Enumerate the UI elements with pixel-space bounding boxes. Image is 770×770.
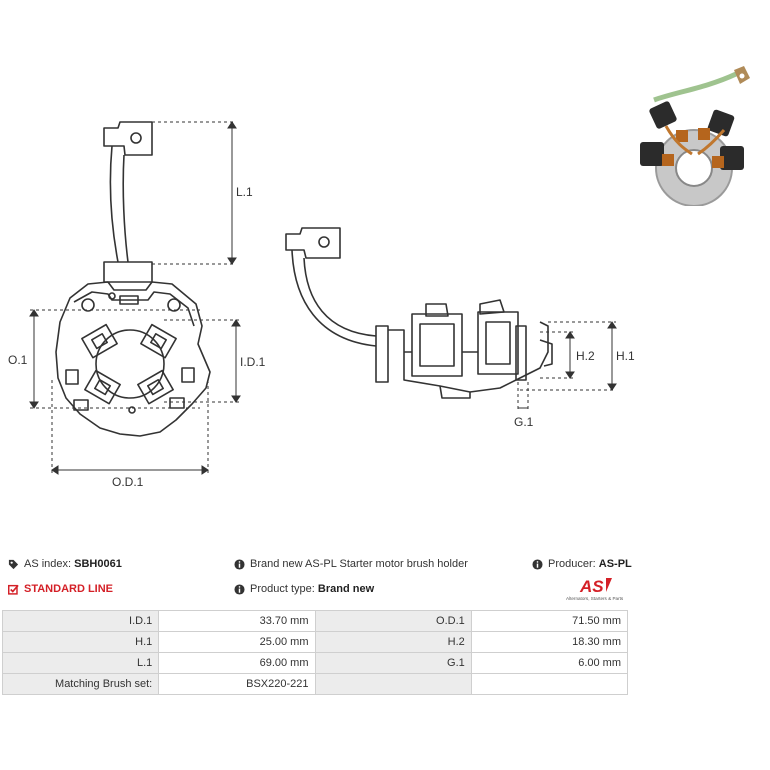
info-icon [234,583,245,595]
spec-value: BSX220-221 [158,673,316,695]
label-h2: H.2 [576,349,595,363]
spec-label: G.1 [314,652,472,674]
product-photo [640,66,750,206]
as-pl-logo: AS Alternators, Starters & Parts [560,576,628,602]
product-type-label: Product type: [250,583,315,595]
plate-inner-rim [73,291,195,327]
side-connector [375,325,389,383]
spec-value: 71.50 mm [470,610,629,632]
standard-line-row: STANDARD LINE [8,583,113,595]
technical-drawing: L.1 O.1 I.D.1 O.D.1 H.1 H.2 G.1 [8,121,635,489]
terminal-lug [103,121,153,156]
plate-outline [55,281,211,437]
label-o1: O.1 [8,353,28,367]
tag-icon [8,559,19,569]
hole-top [108,292,116,300]
table-row: H.1 25.00 mm H.2 18.30 mm [1,631,629,653]
side-wire [291,249,377,347]
producer-value: AS-PL [598,558,632,570]
spec-value: 69.00 mm [158,652,316,674]
product-type-row: Product type: Brand new [234,583,374,595]
checkbox-icon [8,584,19,595]
description-text: Brand new AS-PL Starter motor brush hold… [250,558,468,570]
table-row: I.D.1 33.70 mm O.D.1 71.50 mm [1,610,629,632]
logo-text: AS [579,577,604,596]
terminal-hole [130,132,142,144]
as-index-label: AS index: [24,558,72,570]
spec-value: 25.00 mm [158,631,316,653]
spec-label: H.2 [314,631,472,653]
info-icon [532,558,543,570]
wire-base [103,261,153,283]
label-id1: I.D.1 [240,355,266,369]
label-g1: G.1 [514,415,534,429]
hole-left [81,298,95,312]
spec-label: Matching Brush set: [1,673,160,695]
spec-value: 33.70 mm [158,610,316,632]
inner-ring [95,329,165,399]
product-type-value: Brand new [317,583,375,595]
side-holder-left [411,313,463,377]
producer-label: Producer: [548,558,596,570]
spec-value: 6.00 mm [470,652,629,674]
spec-label: O.D.1 [314,610,472,632]
side-brush [515,325,527,381]
label-l1: L.1 [236,185,253,199]
hole-bottom [128,406,136,414]
producer-row: Producer: AS-PL [532,558,632,570]
table-row: L.1 69.00 mm G.1 6.00 mm [1,652,629,674]
label-h1: H.1 [616,349,635,363]
spec-value [470,673,629,695]
spec-label: L.1 [1,652,160,674]
hole-right [167,298,181,312]
side-terminal-lug [285,227,341,259]
spec-table: I.D.1 33.70 mm O.D.1 71.50 mm H.1 25.00 … [1,610,629,695]
label-od1: O.D.1 [112,475,144,489]
description-row: Brand new AS-PL Starter motor brush hold… [234,558,468,570]
logo-tagline: Alternators, Starters & Parts [566,596,624,601]
as-index-value: SBH0061 [74,558,122,570]
spec-label: H.1 [1,631,160,653]
info-icon [234,558,245,570]
spec-value: 18.30 mm [470,631,629,653]
spec-label [314,673,472,695]
standard-line-label: STANDARD LINE [24,583,114,595]
as-index-row: AS index: SBH0061 [8,558,122,570]
spec-label: I.D.1 [1,610,160,632]
table-row: Matching Brush set: BSX220-221 [1,673,629,695]
wire [109,145,129,263]
